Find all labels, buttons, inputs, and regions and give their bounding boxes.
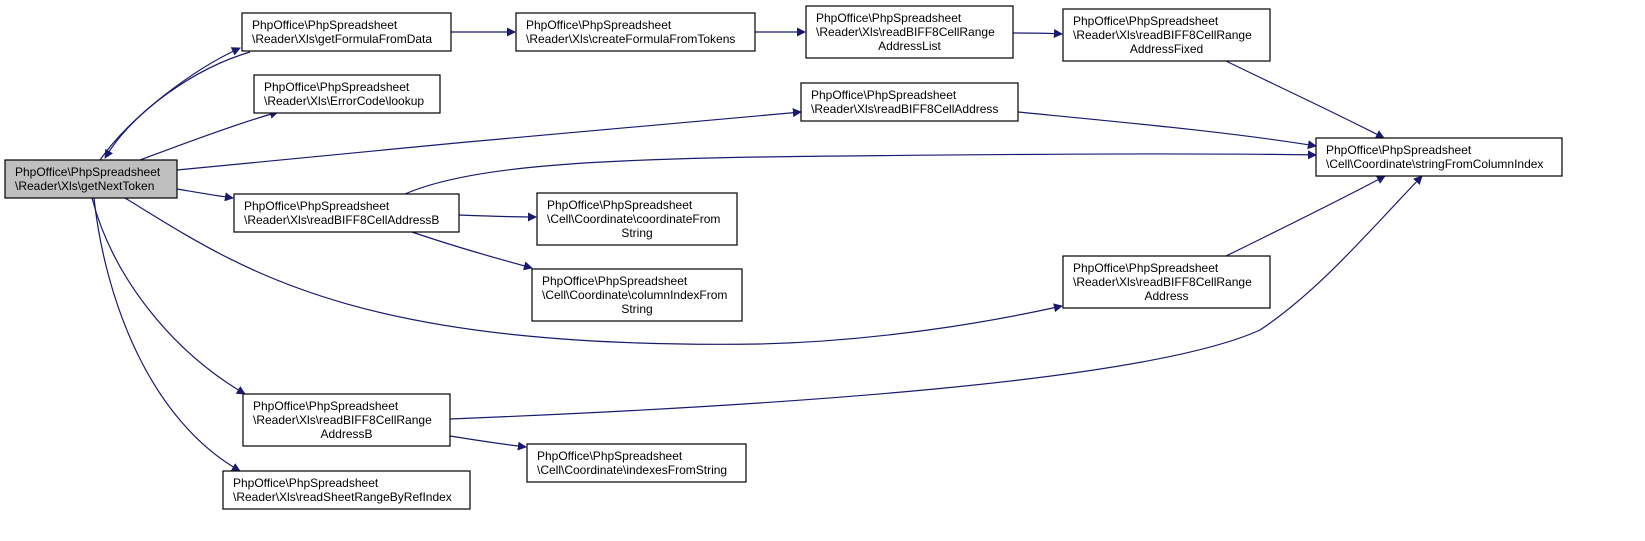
- node-label-line: PhpOffice\PhpSpreadsheet: [811, 88, 957, 102]
- edge-getNextToken-to-readBIFF8CellRangeAddressB: [91, 197, 246, 395]
- node-readBIFF8CellAddress[interactable]: PhpOffice\PhpSpreadsheet\Reader\Xls\read…: [800, 82, 1019, 122]
- node-box: [241, 12, 452, 52]
- edge-readBIFF8CellRangeAddressB-to-indexesFromString: [449, 435, 527, 451]
- node-readBIFF8CellAddressB[interactable]: PhpOffice\PhpSpreadsheet\Reader\Xls\read…: [233, 193, 460, 233]
- edge-getNextToken-to-readBIFF8CellAddress: [176, 108, 802, 171]
- edge-readBIFF8CellRangeAddressList-to-readBIFF8CellRangeAddressFixed: [1012, 29, 1063, 38]
- node-label-line: \Reader\Xls\readBIFF8CellRange: [1073, 275, 1252, 289]
- edge-getNextToken-to-readBIFF8CellAddressB: [176, 188, 234, 202]
- node-label-line: PhpOffice\PhpSpreadsheet: [15, 165, 161, 179]
- edge-getNextToken-to-getFormulaFromData: [99, 47, 241, 161]
- node-getFormulaFromData[interactable]: PhpOffice\PhpSpreadsheet\Reader\Xls\getF…: [241, 12, 452, 52]
- edge-getFormulaFromData-to-getNextToken: [104, 51, 251, 159]
- node-box: [242, 393, 451, 447]
- node-label-line: PhpOffice\PhpSpreadsheet: [542, 274, 688, 288]
- node-label-line: String: [621, 226, 652, 240]
- node-readBIFF8CellRangeAddressList[interactable]: PhpOffice\PhpSpreadsheet\Reader\Xls\read…: [805, 5, 1014, 59]
- node-label-line: AddressList: [878, 39, 941, 53]
- node-label-line: \Reader\Xls\createFormulaFromTokens: [526, 32, 735, 46]
- node-label-line: \Reader\Xls\readBIFF8CellRange: [1073, 28, 1252, 42]
- node-label-line: AddressFixed: [1130, 42, 1203, 56]
- node-box: [4, 159, 178, 199]
- edge-readBIFF8CellAddress-to-stringFromColumnIndex: [1017, 111, 1317, 150]
- node-label-line: \Reader\Xls\ErrorCode\lookup: [264, 94, 424, 108]
- node-label-line: \Cell\Coordinate\stringFromColumnIndex: [1326, 157, 1543, 171]
- node-label-line: \Reader\Xls\readBIFF8CellRange: [253, 413, 432, 427]
- node-label-line: PhpOffice\PhpSpreadsheet: [1073, 261, 1219, 275]
- edge-getNextToken-to-lookup: [139, 109, 279, 161]
- node-label-line: PhpOffice\PhpSpreadsheet: [1326, 143, 1472, 157]
- node-box: [233, 193, 460, 233]
- node-label-line: \Reader\Xls\readBIFF8CellRange: [816, 25, 995, 39]
- node-label-line: \Reader\Xls\getFormulaFromData: [252, 32, 432, 46]
- node-stringFromColumnIndex[interactable]: PhpOffice\PhpSpreadsheet\Cell\Coordinate…: [1315, 137, 1563, 177]
- node-box: [1062, 8, 1271, 62]
- node-label-line: PhpOffice\PhpSpreadsheet: [253, 399, 399, 413]
- node-box: [1062, 255, 1271, 309]
- node-label-line: \Reader\Xls\getNextToken: [15, 179, 154, 193]
- node-columnIndexFromString[interactable]: PhpOffice\PhpSpreadsheet\Cell\Coordinate…: [531, 268, 743, 322]
- node-box: [800, 82, 1019, 122]
- node-readBIFF8CellRangeAddressB[interactable]: PhpOffice\PhpSpreadsheet\Reader\Xls\read…: [242, 393, 451, 447]
- node-coordinateFromString[interactable]: PhpOffice\PhpSpreadsheet\Cell\Coordinate…: [536, 192, 738, 246]
- node-label-line: PhpOffice\PhpSpreadsheet: [816, 11, 962, 25]
- node-label-line: \Cell\Coordinate\indexesFromString: [537, 463, 727, 477]
- node-label-line: PhpOffice\PhpSpreadsheet: [244, 199, 390, 213]
- node-box: [526, 443, 747, 483]
- node-label-line: \Reader\Xls\readBIFF8CellAddress: [811, 102, 998, 116]
- node-label-line: PhpOffice\PhpSpreadsheet: [252, 18, 398, 32]
- edges: [91, 27, 1423, 472]
- node-label-line: \Cell\Coordinate\columnIndexFrom: [542, 288, 727, 302]
- node-label-line: PhpOffice\PhpSpreadsheet: [1073, 14, 1219, 28]
- node-readBIFF8CellRangeAddress[interactable]: PhpOffice\PhpSpreadsheet\Reader\Xls\read…: [1062, 255, 1271, 309]
- node-readBIFF8CellRangeAddressFixed[interactable]: PhpOffice\PhpSpreadsheet\Reader\Xls\read…: [1062, 8, 1271, 62]
- node-label-line: PhpOffice\PhpSpreadsheet: [233, 476, 379, 490]
- node-label-line: Address: [1144, 289, 1188, 303]
- node-box: [536, 192, 738, 246]
- node-label-line: PhpOffice\PhpSpreadsheet: [526, 18, 672, 32]
- node-label-line: PhpOffice\PhpSpreadsheet: [537, 449, 683, 463]
- node-label-line: \Reader\Xls\readBIFF8CellAddressB: [244, 213, 439, 227]
- node-label-line: \Cell\Coordinate\coordinateFrom: [547, 212, 720, 226]
- node-label-line: String: [621, 302, 652, 316]
- edge-readBIFF8CellRangeAddressB-to-stringFromColumnIndex: [449, 175, 1423, 420]
- node-box: [515, 12, 756, 52]
- node-box: [222, 470, 471, 510]
- node-box: [253, 74, 441, 114]
- node-readSheetRangeByRefIndex[interactable]: PhpOffice\PhpSpreadsheet\Reader\Xls\read…: [222, 470, 471, 510]
- edge-readBIFF8CellAddressB-to-stringFromColumnIndex: [404, 150, 1317, 195]
- node-label-line: AddressB: [320, 427, 372, 441]
- node-getNextToken[interactable]: PhpOffice\PhpSpreadsheet\Reader\Xls\getN…: [4, 159, 178, 199]
- node-label-line: PhpOffice\PhpSpreadsheet: [547, 198, 693, 212]
- edge-readBIFF8CellRangeAddressFixed-to-stringFromColumnIndex: [1225, 60, 1385, 139]
- edge-getNextToken-to-readSheetRangeByRefIndex: [93, 197, 241, 472]
- node-box: [1315, 137, 1563, 177]
- nodes: PhpOffice\PhpSpreadsheet\Reader\Xls\getN…: [4, 5, 1563, 510]
- edge-getNextToken-to-readBIFF8CellRangeAddress: [124, 197, 1063, 345]
- node-label-line: \Reader\Xls\readSheetRangeByRefIndex: [233, 490, 452, 504]
- node-box: [805, 5, 1014, 59]
- edge-readBIFF8CellRangeAddress-to-stringFromColumnIndex: [1225, 175, 1386, 257]
- node-indexesFromString[interactable]: PhpOffice\PhpSpreadsheet\Cell\Coordinate…: [526, 443, 747, 483]
- node-lookup[interactable]: PhpOffice\PhpSpreadsheet\Reader\Xls\Erro…: [253, 74, 441, 114]
- edge-readBIFF8CellAddressB-to-columnIndexFromString: [411, 231, 533, 271]
- node-box: [531, 268, 743, 322]
- node-createFormulaFromTokens[interactable]: PhpOffice\PhpSpreadsheet\Reader\Xls\crea…: [515, 12, 756, 52]
- node-label-line: PhpOffice\PhpSpreadsheet: [264, 80, 410, 94]
- edge-readBIFF8CellAddressB-to-coordinateFromString: [458, 212, 537, 222]
